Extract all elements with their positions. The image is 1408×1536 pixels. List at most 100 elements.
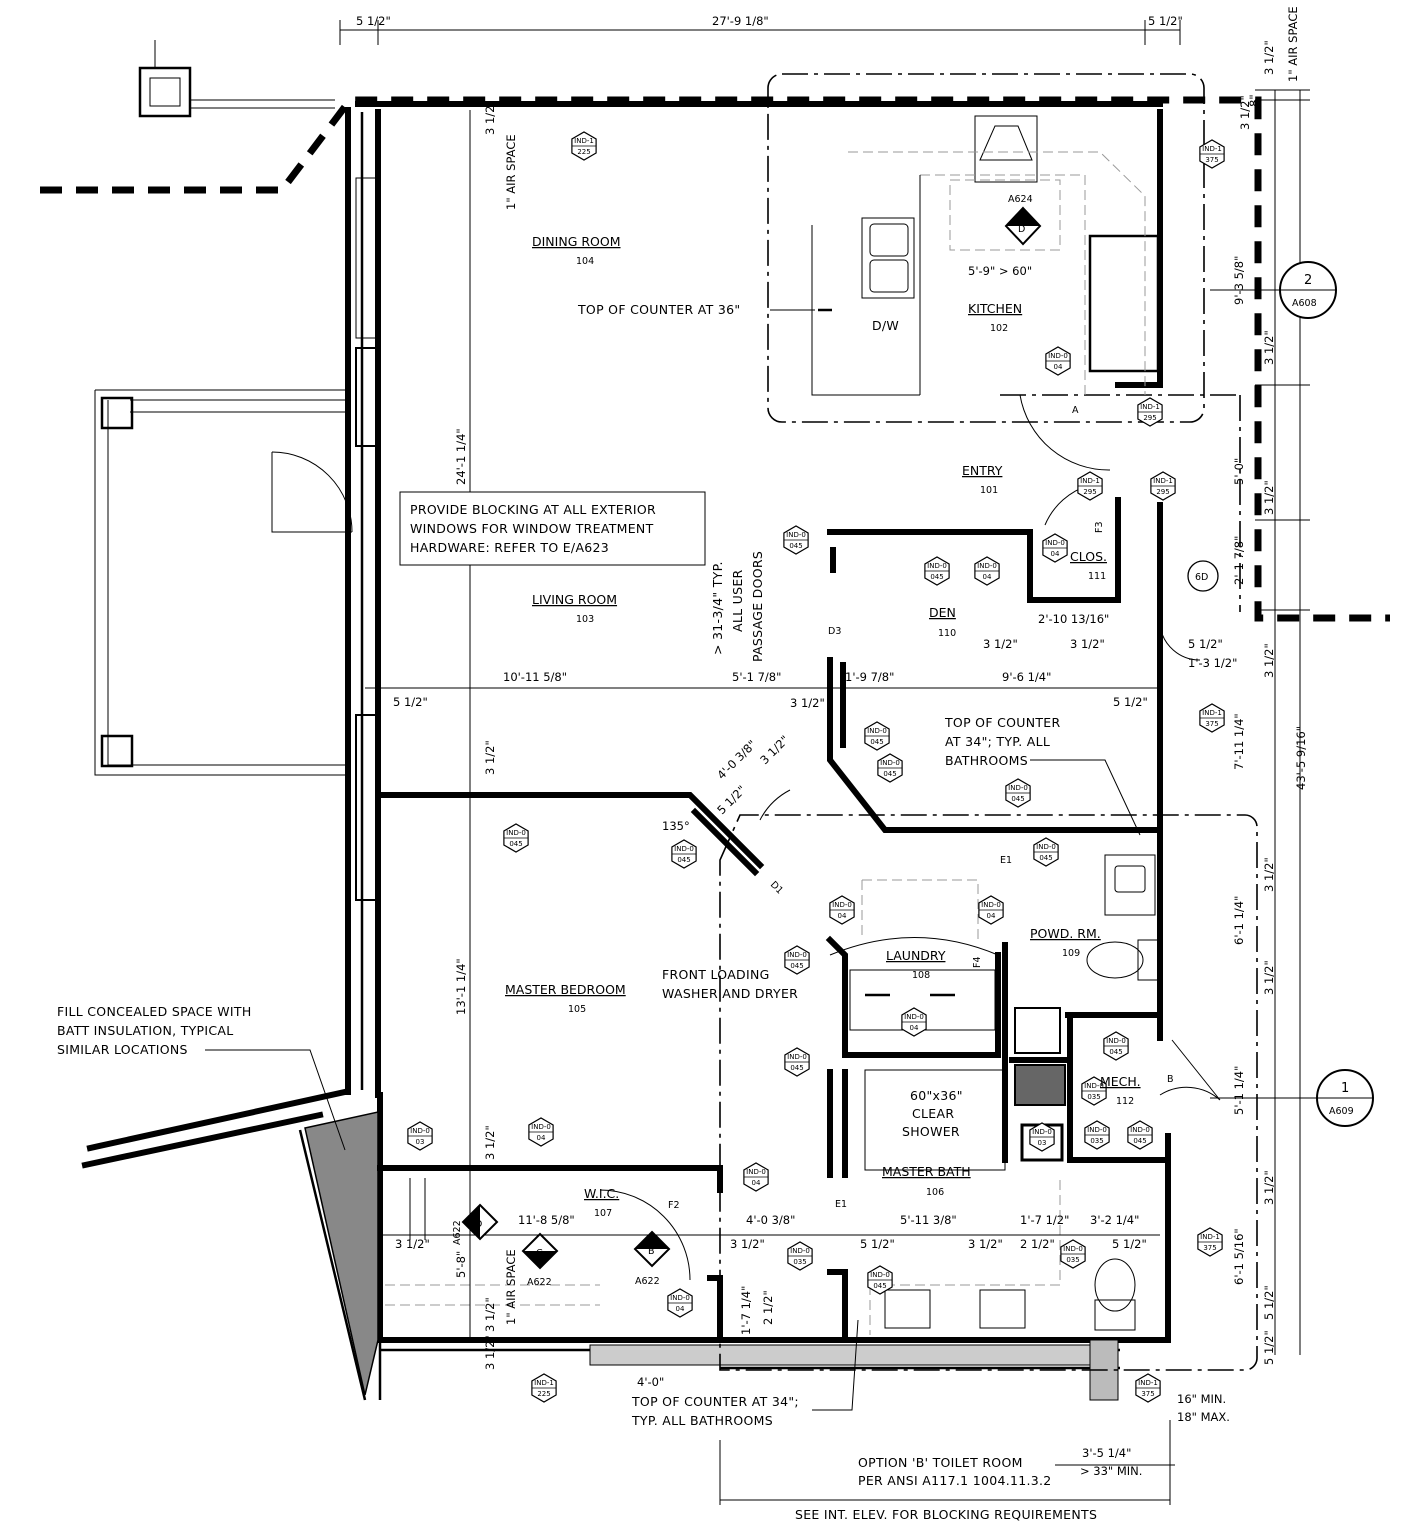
interior-tag-type: IND-1 [1153,477,1173,485]
interior-tag-type: IND-1 [574,137,594,145]
interior-tag-code: 045 [870,738,883,746]
interior-tag-type: IND-0 [1032,1128,1052,1136]
dim-7-11-1-4: 7'-11 1/4" [1232,713,1246,770]
door-6d: 6D [1195,572,1208,583]
interior-tag-type: IND-0 [832,901,852,909]
dim-6-15-16: 6'-1 5/16" [1232,1228,1246,1285]
interior-tag-type: IND-0 [981,901,1001,909]
shower-note-line2: CLEAR [912,1106,954,1121]
dim-3half-d3: 3 1/2" [790,696,825,710]
kitchen-fixtures [811,115,1160,471]
enlarged-plan-kitchen [767,73,1205,423]
dim-3half-den1: 3 1/2" [983,637,1018,651]
room-laundry-num: 108 [912,970,930,981]
dim-43-5-9-16: 43'-5 9/16" [1294,726,1308,790]
air-space-top: 1" AIR SPACE [504,134,518,210]
dimension-lines [339,20,1320,1505]
room-entry-num: 101 [980,485,998,496]
room-master-bedroom-name: MASTER BEDROOM [505,982,626,997]
counter-34-note-line1: TOP OF COUNTER [944,715,1060,730]
batt-note-line1: FILL CONCEALED SPACE WITH [57,1004,252,1019]
interior-tag-code: 375 [1141,1390,1154,1398]
dim-top-width: 27'-9 1/8" [712,14,769,28]
room-master-bath-name: MASTER BATH [882,1164,971,1179]
counter-34b-note-line1: TOP OF COUNTER AT 34"; [631,1394,799,1409]
air-space-right: 1" AIR SPACE [1286,6,1300,82]
interior-tag-code: 04 [910,1024,919,1032]
interior-tag-code: 04 [752,1179,761,1187]
dim-4-0: 4'-0" [637,1375,664,1389]
dim-5-1-7-8: 5'-1 7/8" [732,670,781,684]
door-f4: F4 [972,956,983,968]
interior-tag-type: IND-1 [1138,1379,1158,1387]
dim-5-0: 5'-0" [1232,458,1246,485]
interior-tag-code: 045 [790,1064,803,1072]
interior-tag-code: 225 [537,1390,550,1398]
interior-tag-type: IND-0 [1130,1126,1150,1134]
room-master-bedroom-num: 105 [568,1004,586,1015]
marker-d-wic: D [475,1219,482,1230]
dim-10-11-5-8: 10'-11 5/8" [503,670,567,684]
dim-3half-bath1: 3 1/2" [730,1237,765,1251]
dim-11-8-5-8: 11'-8 5/8" [518,1213,575,1227]
marker-a622-d: A622 [452,1220,463,1245]
dim-3half-bath2: 3 1/2" [968,1237,1003,1251]
dim-3half-wic3: 3 1/2" [483,1335,497,1370]
min-33-note: > 33" MIN. [1080,1464,1142,1478]
dim-6-1-1-4: 6'-1 1/4" [1232,896,1246,945]
interior-tag-code: 045 [1109,1048,1122,1056]
door-b: B [1167,1074,1174,1085]
interior-tag-code: 03 [416,1138,425,1146]
interior-tag-code: 035 [793,1258,806,1266]
dim-3-5-1-4: 3'-5 1/4" [1082,1446,1131,1460]
dim-3half-lr: 3 1/2" [483,740,497,775]
marker-c-wic: C [536,1248,543,1259]
interior-tag-type: IND-1 [1080,477,1100,485]
dim-2half-bath: 2 1/2" [1020,1237,1055,1251]
interior-tag-code: 04 [838,912,847,920]
interior-tag-code: 04 [987,912,996,920]
room-mech-num: 112 [1116,1096,1134,1107]
room-dining-num: 104 [576,256,594,267]
dim-1-3-1-2: 1'-3 1/2" [1188,656,1237,670]
counter-34b-note-line2: TYP. ALL BATHROOMS [631,1413,773,1428]
dim-9-3-5-8: 9'-3 5/8" [1232,256,1246,305]
interior-tag-code: 04 [983,573,992,581]
dim-2-10-13-16: 2'-10 13/16" [1038,612,1109,626]
dim-top-left: 5 1/2" [356,14,391,28]
door-tag-6d [1187,560,1219,592]
blocking-note-line2: WINDOWS FOR WINDOW TREATMENT [410,521,654,536]
dim-5-11-3-8: 5'-11 3/8" [900,1213,957,1227]
section-marker-a608 [1279,261,1337,319]
marker-a609: A609 [1329,1106,1354,1117]
door-a: A [1072,405,1079,416]
room-wic-num: 107 [594,1208,612,1219]
interior-tag-type: IND-0 [1084,1082,1104,1090]
shower-note-line1: 60"x36" [910,1088,963,1103]
dim-3half-mb: 3 1/2" [483,1125,497,1160]
interior-tag-code: 04 [537,1134,546,1142]
dim-5half-r9: 5 1/2" [1262,1330,1276,1365]
interior-tag-type: IND-0 [787,1053,807,1061]
blocking-note-line3: HARDWARE: REFER TO E/A623 [410,540,609,555]
marker-a608: A608 [1292,298,1317,309]
interior-tag-type: IND-0 [1063,1245,1083,1253]
marker-a622-b: A622 [635,1276,660,1287]
interior-tag-type: IND-0 [1087,1126,1107,1134]
room-kitchen-num: 102 [990,323,1008,334]
interior-tag-type: IND-0 [927,562,947,570]
max-18-note: 18" MAX. [1177,1410,1230,1424]
interior-tag-type: IND-1 [1202,709,1222,717]
interior-tag-code: 045 [930,573,943,581]
batt-note-line3: SIMILAR LOCATIONS [57,1042,188,1057]
dishwasher-label: D/W [872,318,899,333]
interior-tag-type: IND-0 [870,1271,890,1279]
dim-5half-r8: 5 1/2" [1262,1285,1276,1320]
dim-3-2-1-4: 3'-2 1/4" [1090,1213,1139,1227]
interior-tag-code: 375 [1205,720,1218,728]
dim-5-1-1-4: 5'-1 1/4" [1232,1066,1246,1115]
west-windows [355,177,381,901]
door-d1: D1 [768,879,785,896]
interior-tag-type: IND-0 [1036,843,1056,851]
